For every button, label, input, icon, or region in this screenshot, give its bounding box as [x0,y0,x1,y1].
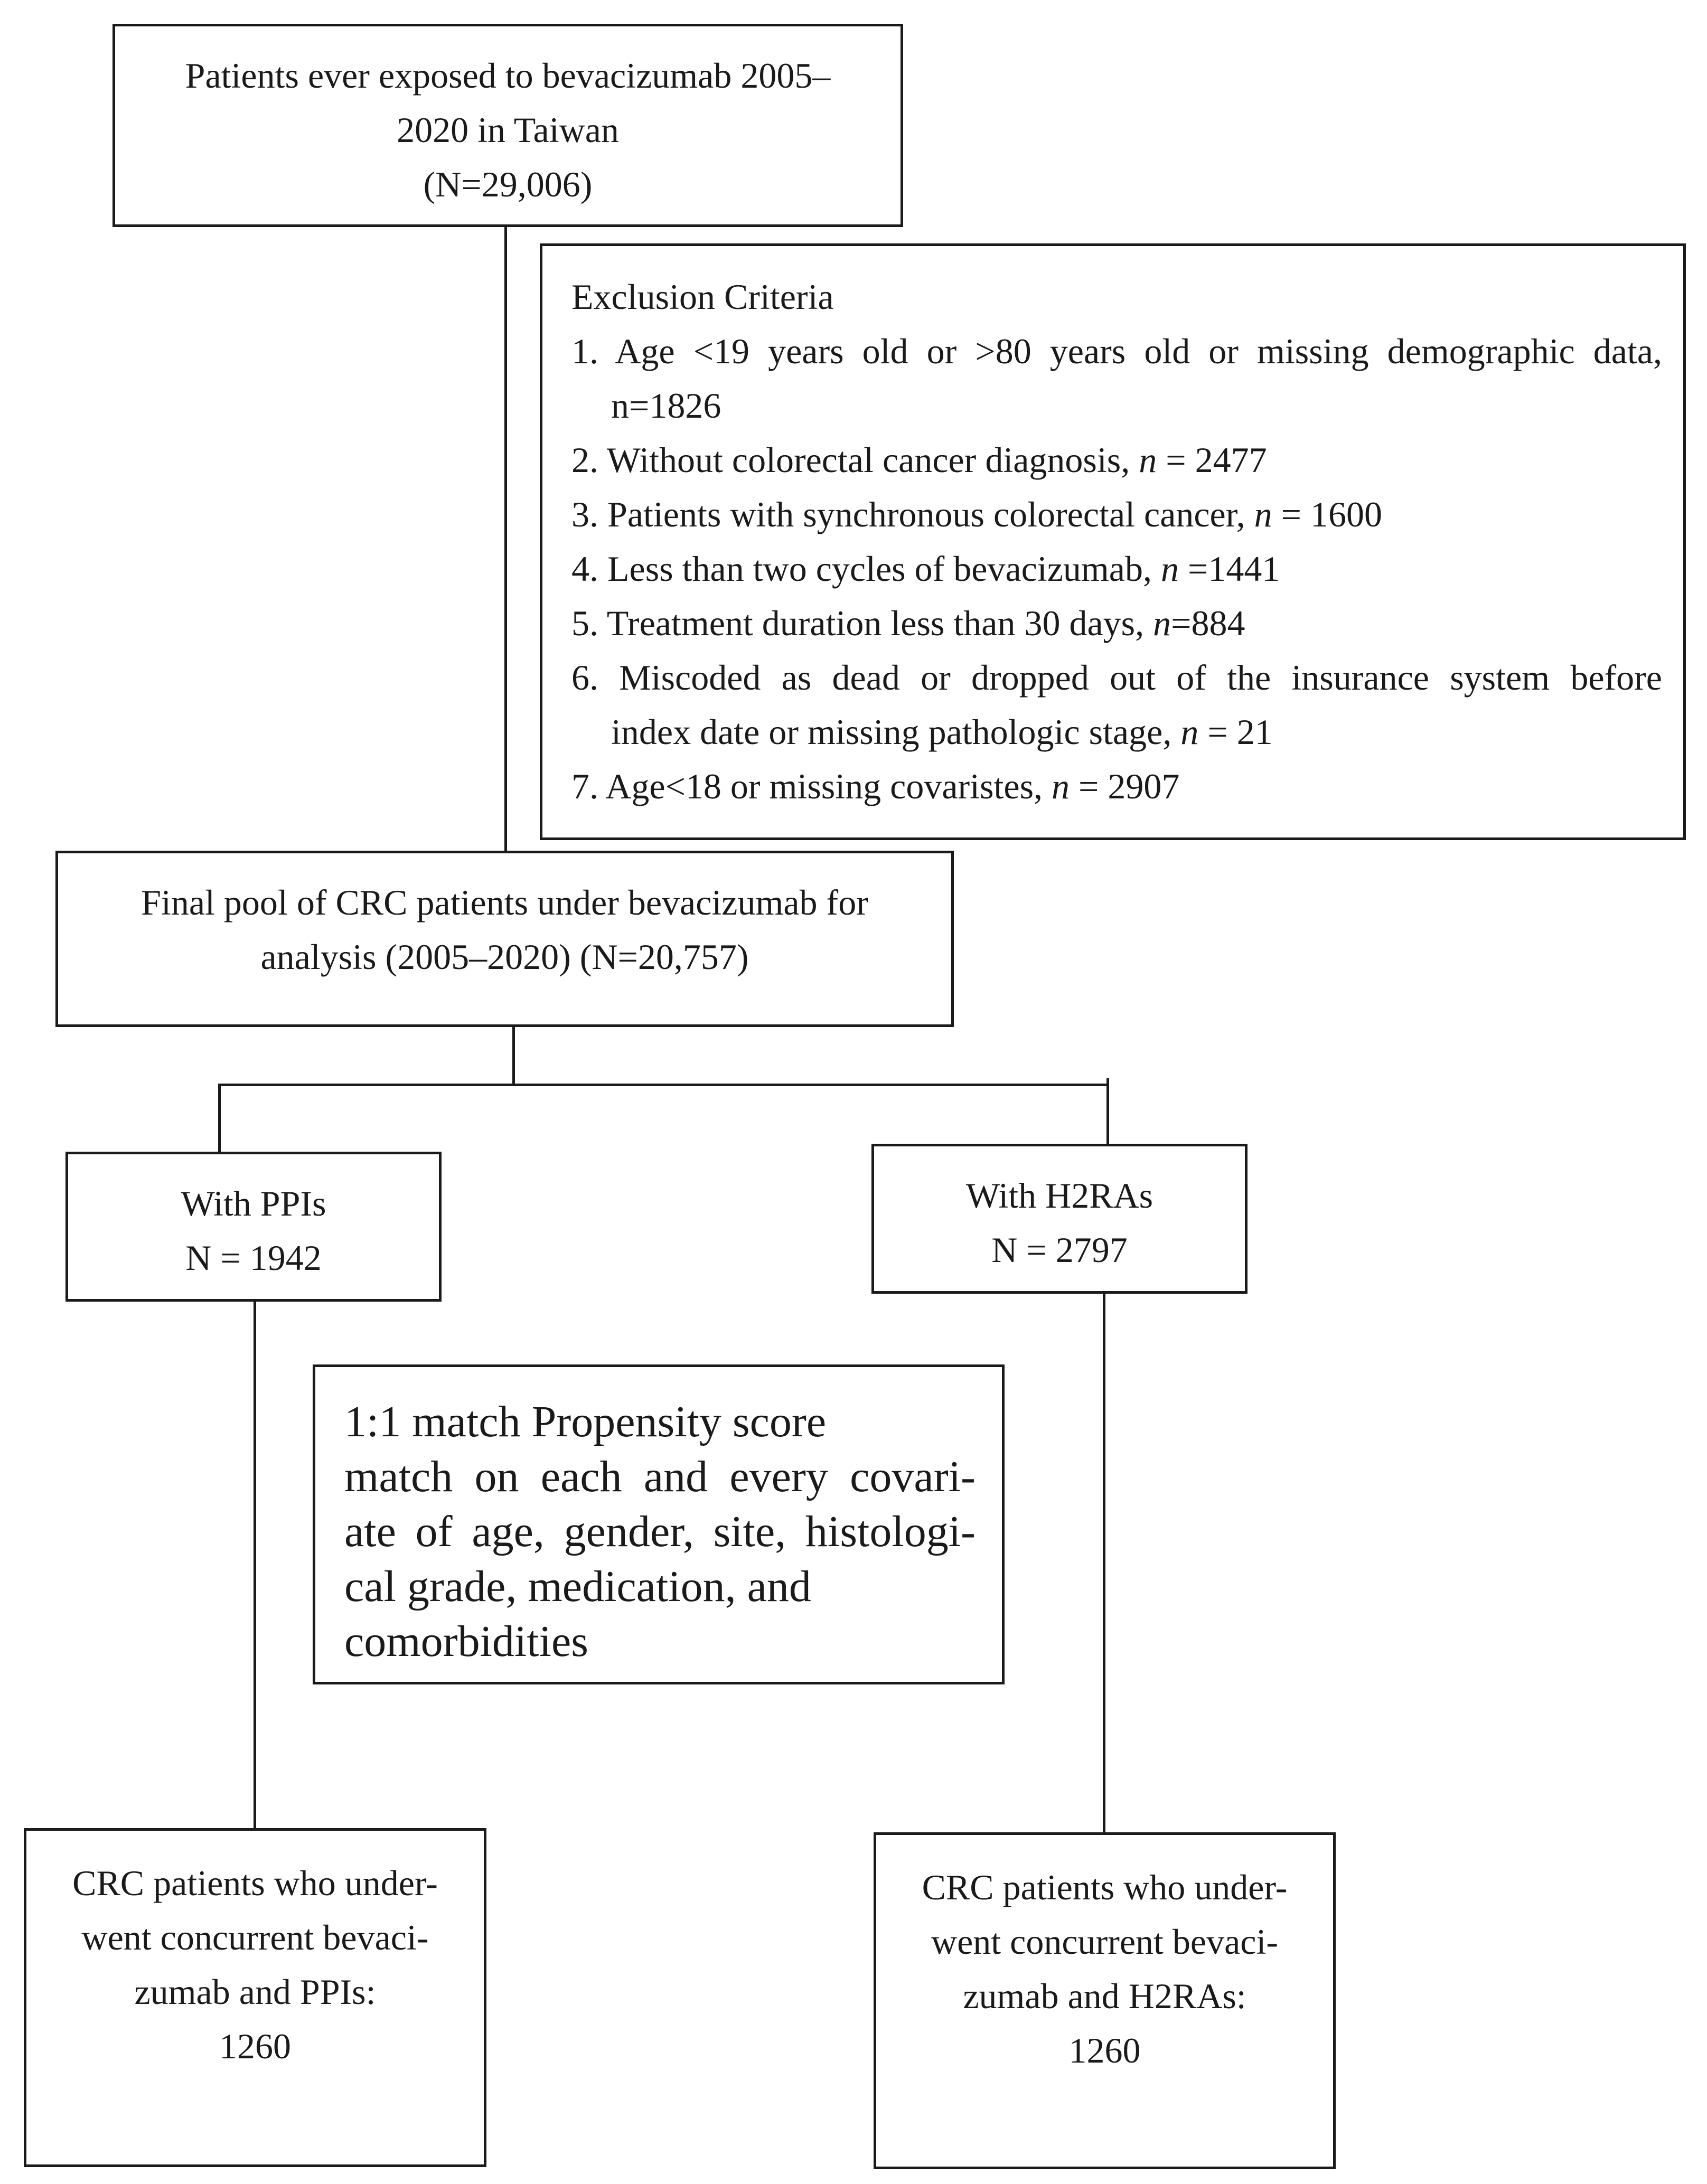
exclusion-item-7-n: n [1052,766,1070,806]
h2ra-result-line3: zumab and H2RAs: [963,1976,1246,2016]
connector-split-horizontal [218,1084,1109,1086]
exclusion-item-2-value: = 2477 [1157,440,1267,480]
exclusion-item-7-value: = 2907 [1070,766,1180,806]
exclusion-item-2-n: n [1139,440,1157,480]
final-pool-line1: Final pool of CRC patients under bevaciz… [141,882,868,922]
h2ra-result-count: 1260 [1068,2030,1141,2070]
ppi-result-line3: zumab and PPIs: [134,1972,376,2012]
ppi-group-label: With PPIs [181,1183,326,1223]
exclusion-item-1-line1: 1. Age <19 years old or >80 years old or… [571,331,1662,371]
exposed-patients-count: (N=29,006) [423,164,593,204]
h2ra-group-count: N = 2797 [991,1230,1128,1270]
exclusion-item-4: 4. Less than two cycles of bevacizumab, … [571,542,1662,596]
exclusion-item-4-text: 4. Less than two cycles of bevacizumab, [571,549,1161,589]
exclusion-item-4-n: n [1160,549,1179,589]
exclusion-item-6-line1: 6. Miscoded as dead or dropped out of th… [571,657,1662,698]
exclusion-item-6-value: = 21 [1198,712,1273,752]
ppi-result-line2: went concurrent bevaci- [81,1917,429,1957]
exclusion-item-6-text: index date or missing pathologic stage, [611,712,1181,752]
connector-split-to-h2ra [1106,1078,1109,1144]
exclusion-item-1: 1. Age <19 years old or >80 years old or… [571,324,1662,433]
match-line5: comorbidities [344,1617,588,1666]
match-line1: 1:1 match Propensity score [344,1397,827,1446]
connector-top-to-pool [504,227,507,851]
match-line4: cal grade, medication, and [344,1562,811,1611]
ppi-result-line1: CRC patients who under- [72,1863,438,1903]
exclusion-criteria-box: Exclusion Criteria 1. Age <19 years old … [540,243,1686,840]
exclusion-title: Exclusion Criteria [571,277,834,317]
h2ra-result-box: CRC patients who under- went concurrent … [874,1832,1336,2169]
ppi-group-count: N = 1942 [185,1238,322,1278]
exclusion-item-5-value: =884 [1171,603,1245,643]
exclusion-item-3-text: 3. Patients with synchronous colorectal … [571,494,1254,534]
exclusion-item-3-n: n [1254,494,1272,534]
exclusion-item-7-text: 7. Age<18 or missing covaristes, [571,766,1052,806]
connector-ppi-to-result [254,1302,256,1828]
h2ra-result-line1: CRC patients who under- [922,1867,1288,1907]
exclusion-item-6-line2: index date or missing pathologic stage, … [571,705,1662,759]
exclusion-item-3: 3. Patients with synchronous colorectal … [571,487,1662,542]
ppi-result-count: 1260 [219,2026,291,2066]
ppi-group-box: With PPIs N = 1942 [65,1152,442,1302]
exclusion-item-5-text: 5. Treatment duration less than 30 days, [571,603,1153,643]
match-line2: match on each and every covari- [344,1452,976,1501]
ppi-result-box: CRC patients who under- went concurrent … [24,1828,486,2167]
exclusion-item-1-line2: n=1826 [611,385,721,426]
propensity-match-box: 1:1 match Propensity score match on each… [313,1364,1005,1684]
final-pool-line2: analysis (2005–2020) (N=20,757) [260,937,749,977]
exclusion-item-6: 6. Miscoded as dead or dropped out of th… [571,651,1662,759]
h2ra-result-line2: went concurrent bevaci- [931,1922,1278,1962]
exclusion-item-6-n: n [1180,712,1199,752]
exclusion-item-5: 5. Treatment duration less than 30 days,… [571,596,1662,651]
exclusion-item-5-n: n [1153,603,1171,643]
exclusion-item-7: 7. Age<18 or missing covaristes, n = 290… [571,759,1662,814]
connector-h2ra-to-result [1103,1294,1105,1832]
exposed-patients-line1: Patients ever exposed to bevacizumab 200… [185,55,831,96]
exposed-patients-line2: 2020 in Taiwan [397,110,619,150]
h2ra-group-box: With H2RAs N = 2797 [871,1144,1248,1294]
exposed-patients-box: Patients ever exposed to bevacizumab 200… [112,24,903,227]
match-line3: ate of age, gender, site, histologi- [344,1507,976,1556]
final-pool-box: Final pool of CRC patients under bevaciz… [55,851,954,1027]
connector-split-to-ppi [218,1084,221,1152]
h2ra-group-label: With H2RAs [965,1175,1153,1216]
exclusion-item-3-value: = 1600 [1272,494,1383,534]
connector-pool-to-split [512,1027,515,1086]
exclusion-item-4-value: =1441 [1178,549,1280,589]
exclusion-item-2: 2. Without colorectal cancer diagnosis, … [571,433,1662,487]
exclusion-item-2-text: 2. Without colorectal cancer diagnosis, [571,440,1139,480]
